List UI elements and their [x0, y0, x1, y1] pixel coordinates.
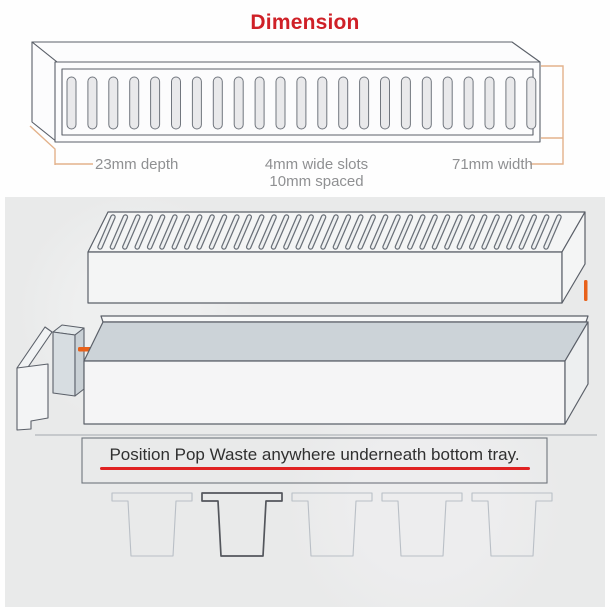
assembly-grate-slot-fill [272, 215, 288, 249]
assembly-grate-slot-fill [420, 215, 437, 249]
end-cap-front-face [52, 331, 76, 397]
grate-slot [463, 76, 474, 130]
grate-slot [191, 76, 202, 130]
grate-slot [212, 76, 223, 130]
assembly-grate-slot-fill [110, 215, 127, 249]
pop-waste-shape [381, 492, 463, 557]
grate-slot [275, 76, 286, 130]
grate-front-slots [66, 76, 537, 130]
assembly-grate-slot-fill [457, 215, 474, 249]
assembly-grate-slot-fill [433, 215, 449, 249]
assembly-grate-slot-fill [333, 215, 350, 249]
slot-width-label: 4mm wide slots [264, 156, 369, 173]
depth-label: 23mm depth [95, 156, 179, 173]
pop-waste-shape [291, 492, 373, 557]
width-label: 71mm width [452, 156, 533, 173]
assembly-grate-slot-fill [222, 215, 239, 249]
assembly-grate-slot-fill [445, 215, 462, 249]
assembly-grate-slot-fill [544, 215, 561, 249]
end-bracket-face [16, 363, 49, 431]
end-cap-right-face [74, 327, 85, 397]
assembly-grate-front-face [87, 251, 563, 304]
assembly-grate-slot-fill [197, 215, 214, 249]
assembly-grate-slot-fill [210, 215, 226, 249]
assembly-grate-slot-fill [148, 215, 165, 249]
assembly-grate-slot-fill [408, 215, 425, 249]
grate-slot [66, 76, 77, 130]
assembly-grate-slot-fill [519, 215, 536, 249]
note-box [81, 437, 548, 484]
assembly-grate-slot-fill [482, 215, 499, 249]
depth-dimension-line [29, 125, 93, 165]
width-dimension-bracket [530, 65, 564, 165]
grate-slot [380, 76, 390, 130]
assembly-grate-slot-fill [185, 215, 202, 249]
grate-slot [442, 76, 453, 130]
slot-size-label: 4mm wide slots 10mm spaced [239, 156, 394, 190]
assembly-grate-slot-fill [346, 215, 363, 249]
grate-slot [421, 76, 432, 130]
grate-slot [484, 76, 495, 130]
grate-slot [150, 76, 161, 130]
assembly-grate-slot-fill [135, 215, 152, 249]
assembly-grate-slot-fill [371, 215, 388, 249]
grate-top-face [31, 41, 541, 63]
assembly-grate-right-face [561, 211, 586, 304]
pop-waste-note: Position Pop Waste anywhere underneath b… [109, 445, 520, 464]
pop-waste-cross-sections [111, 492, 553, 557]
assembly-grate-slot-fill [98, 215, 115, 249]
assembly-grate [87, 211, 586, 304]
pop-waste-shape [111, 492, 193, 557]
assembly-grate-slot-fill [358, 215, 375, 249]
pop-waste-shape [471, 492, 553, 557]
assembly-grate-slot-fill [309, 215, 326, 249]
assembly-grate-slot-fill [507, 215, 524, 249]
assembly-grate-slot-fill [495, 215, 511, 249]
grate-slot [338, 76, 349, 130]
grate-slot [254, 76, 265, 130]
tray-back-wall-top [100, 315, 589, 323]
grate-dimension-drawing [29, 41, 564, 165]
pop-waste-shape-highlighted [201, 492, 283, 557]
assembly-grate-slot-fill [172, 215, 189, 249]
grate-slot [505, 76, 516, 130]
grate-slot [400, 76, 411, 130]
assembly-grate-slot-fill [247, 215, 264, 249]
dimension-title: Dimension [250, 11, 360, 34]
grate-slot [359, 76, 370, 130]
slot-spacing-label: 10mm spaced [269, 173, 364, 190]
assembly-grate-slot-fill [395, 215, 412, 249]
assembly-grate-slot-fill [321, 215, 338, 249]
grate-slot [526, 76, 537, 130]
grate-slot [87, 76, 98, 130]
end-cap-assembly [16, 324, 85, 431]
assembly-grate-slot-fill [234, 215, 251, 249]
grate-slot [317, 76, 328, 130]
assembly-grate-slot-fill [284, 215, 301, 249]
assembly-grate-slot-fill [470, 215, 487, 249]
assembly-grate-slot-fill [383, 215, 400, 249]
assembly-grate-slots [97, 214, 562, 250]
tray-right-face [564, 321, 589, 425]
grate-slot [233, 76, 244, 130]
tray-top-opening [83, 321, 589, 362]
assembly-grate-slot-fill [296, 215, 313, 249]
bottom-tray [83, 315, 589, 425]
assembly-grate-slot-fill [532, 215, 549, 249]
grate-slot [108, 76, 119, 130]
grate-orange-marker [584, 280, 588, 301]
grate-slot [129, 76, 140, 130]
assembly-exploded-drawing [16, 211, 597, 557]
assembly-grate-slot-fill [259, 215, 276, 249]
grate-slot [171, 76, 181, 130]
tray-front-face [83, 360, 566, 425]
assembly-grate-slot-fill [123, 215, 140, 249]
grate-slot [296, 76, 307, 130]
note-red-underline [100, 467, 530, 470]
assembly-grate-slot-fill [160, 215, 177, 249]
